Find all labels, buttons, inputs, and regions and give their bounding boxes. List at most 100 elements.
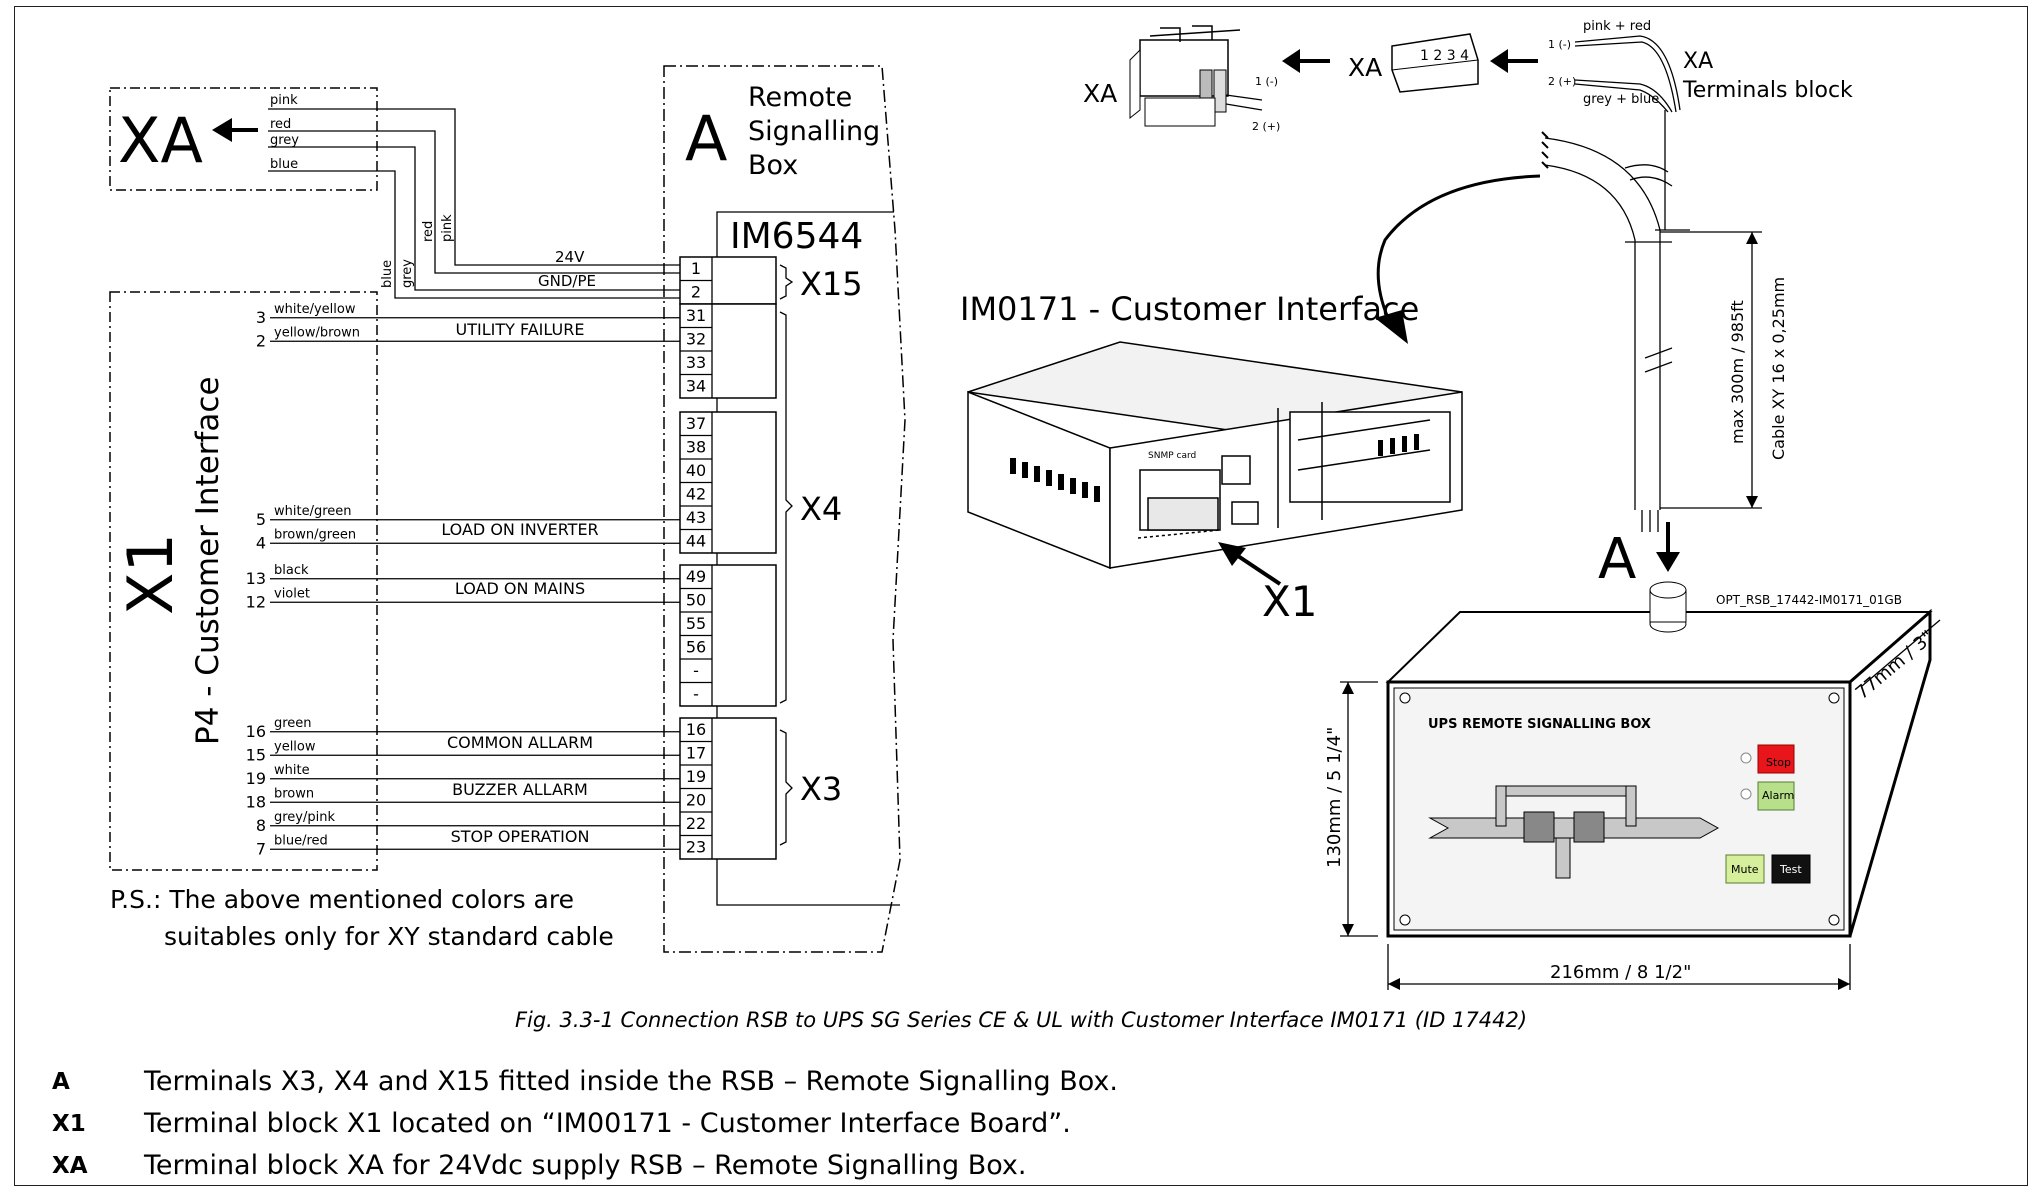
pin-1-label: 1 (-) <box>1255 75 1278 88</box>
x1-wire-number: 15 <box>246 745 266 764</box>
ps-note-line2: suitables only for XY standard cable <box>164 922 614 951</box>
im0171-vent-slots <box>1010 434 1419 502</box>
mute-button-label: Mute <box>1731 863 1759 876</box>
terminals-block-label: Terminals block <box>1682 78 1853 103</box>
terminal-number: 31 <box>686 306 706 325</box>
terminal-number: - <box>693 685 699 704</box>
terminal-number: 43 <box>686 508 706 527</box>
test-button[interactable] <box>1771 854 1811 884</box>
terminal-number: 23 <box>686 838 706 857</box>
pin-2-label-right: 2 (+) <box>1548 75 1576 88</box>
alarm-button-label: Alarm <box>1762 789 1794 802</box>
x4-label: X4 <box>800 490 842 528</box>
dim-width-label: 216mm / 8 1/2" <box>1550 962 1691 983</box>
x1-wire-color: green <box>274 716 312 731</box>
terminal-number: 55 <box>686 614 706 633</box>
stop-button[interactable] <box>1757 744 1795 774</box>
xa-wire-label: pink <box>270 93 298 108</box>
cable-wire-ends <box>1541 131 1549 169</box>
cable-type-label: Cable XY 16 x 0,25mm <box>1769 277 1788 460</box>
xa-connector-label: XA <box>1083 79 1117 108</box>
legend-text: Terminal block X1 located on “IM00171 - … <box>144 1108 1071 1139</box>
mute-button[interactable] <box>1725 854 1765 884</box>
x1-wire-number: 16 <box>246 722 266 741</box>
cable-length-label: max 300m / 985ft <box>1728 300 1747 444</box>
terminal-number: 50 <box>686 591 706 610</box>
braces <box>779 264 794 846</box>
terminal-number: 49 <box>686 567 706 586</box>
im0171-x1-label: X1 <box>1262 577 1318 626</box>
dim-height-label: 130mm / 5 1/4" <box>1324 727 1345 868</box>
im0171-board-drawing <box>967 341 1463 570</box>
legend-key: XA <box>52 1153 88 1179</box>
im0171-title: IM0171 - Customer Interface <box>960 290 1419 328</box>
rsb-title-line: Remote <box>748 82 852 113</box>
x1-wire-number: 7 <box>256 839 266 858</box>
x1-wire-number: 3 <box>256 308 266 327</box>
xa-arrow-head <box>212 118 232 142</box>
xa-wire-label: blue <box>270 157 298 172</box>
terminal-number: 2 <box>691 283 701 302</box>
xa-block <box>109 87 378 191</box>
signal-label: LOAD ON INVERTER <box>441 520 598 539</box>
pin-1-label-right: 1 (-) <box>1548 38 1571 51</box>
vert-wire-label: blue <box>380 260 395 288</box>
terminal-number: 22 <box>686 814 706 833</box>
vertical-wire-labels: red pink blue grey <box>380 214 455 288</box>
legend-text: Terminals X3, X4 and X15 fitted inside t… <box>144 1066 1118 1097</box>
terminal-number: 20 <box>686 791 706 810</box>
x1-wire-number: 19 <box>246 769 266 788</box>
signal-labels: UTILITY FAILURE LOAD ON INVERTER LOAD ON… <box>441 320 598 846</box>
x1-wire-color: grey/pink <box>274 810 335 825</box>
xa-cable-wires <box>1574 35 1681 113</box>
signal-label: STOP OPERATION <box>451 827 590 846</box>
xa-plug-drawing: 1 2 3 4 <box>1391 33 1479 93</box>
terminal-number: 33 <box>686 353 706 372</box>
x1-wire-color: yellow <box>274 739 316 754</box>
x1-wire-color: brown/green <box>274 527 356 542</box>
x1-block <box>109 291 378 871</box>
rsb-a-right-label: A <box>1598 527 1636 592</box>
xa-connector-drawing <box>1129 25 1263 127</box>
terminal-number: 17 <box>686 744 706 763</box>
xa-wire-label: grey <box>270 133 299 148</box>
x1-wire-color: black <box>274 563 309 578</box>
x1-wire-color: violet <box>274 586 310 601</box>
rsb-a-label: A <box>685 102 727 175</box>
arrow-to-plug-head <box>1490 49 1508 73</box>
terminal-number: 32 <box>686 330 706 349</box>
vert-wire-label: pink <box>440 214 455 242</box>
signal-label: UTILITY FAILURE <box>456 320 585 339</box>
legend-text: Terminal block XA for 24Vdc supply RSB –… <box>144 1150 1027 1181</box>
test-button-label: Test <box>1779 863 1802 876</box>
x1-label: X1 <box>114 533 187 615</box>
x1-wire-color: white/green <box>274 504 352 519</box>
ps-note-line1: P.S.: The above mentioned colors are <box>110 885 574 914</box>
curved-arrow-head <box>1375 310 1408 344</box>
rsb-box-title: UPS REMOTE SIGNALLING BOX <box>1428 717 1651 732</box>
label-24v: 24V <box>555 248 585 266</box>
x1-wire-color: yellow/brown <box>274 325 360 340</box>
snmp-card-label: SNMP card <box>1148 451 1196 461</box>
vert-wire-label: red <box>421 221 436 242</box>
xa-label: XA <box>118 104 203 177</box>
rsb-outline <box>663 65 906 953</box>
terminal-number: - <box>693 661 699 680</box>
rsb-box-drawing <box>1385 608 1933 938</box>
terminal-strips: 123132333437384042434449505556--16171920… <box>679 256 777 860</box>
drawing-reference: OPT_RSB_17442-IM0171_01GB <box>1716 593 1902 607</box>
xa-wire-label: red <box>270 117 291 132</box>
pin-2-label: 2 (+) <box>1252 120 1280 133</box>
rsb-title-line: Box <box>748 150 798 181</box>
alarm-button[interactable] <box>1757 781 1795 811</box>
alarm-led <box>1740 788 1752 800</box>
x1-wire-color: white <box>274 763 310 778</box>
figure-frame <box>14 6 2028 1186</box>
x1-wire-color: blue/red <box>274 833 328 848</box>
terminal-number: 34 <box>686 377 706 396</box>
vert-wire-label: grey <box>400 259 415 288</box>
pink-red-label: pink + red <box>1583 19 1651 34</box>
grey-blue-label: grey + blue <box>1583 92 1659 107</box>
